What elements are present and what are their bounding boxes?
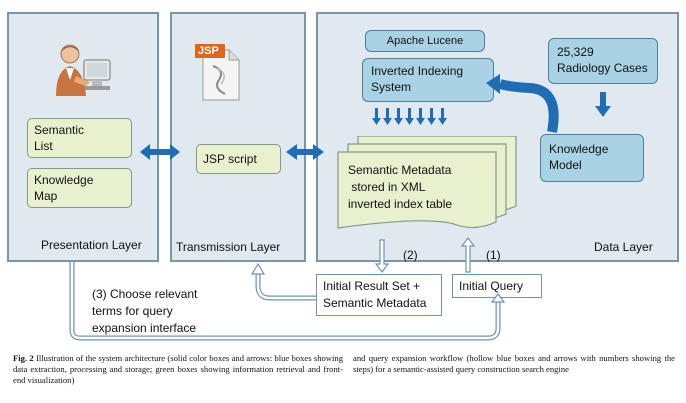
jsp-file-icon: JSP: [195, 44, 243, 102]
step-3-text: (3) Choose relevant terms for query expa…: [92, 287, 198, 335]
metadata-document-stack: [334, 135, 522, 236]
apache-lucene-box: Apache Lucene: [365, 30, 485, 52]
initial-result-set-box: Initial Result Set + Semantic Metadata: [316, 274, 442, 316]
knowledge-map-box: Knowledge Map: [27, 168, 132, 208]
data-layer-label: Data Layer: [594, 240, 653, 254]
transmission-data-arrow: [286, 144, 324, 160]
inverted-indexing-box: Inverted Indexing System: [362, 58, 494, 102]
result-transmission-curve: [255, 272, 316, 301]
user-at-computer-icon: [50, 40, 112, 98]
semantic-list-box: Semantic List: [27, 118, 132, 158]
transmission-layer-label: Transmission Layer: [176, 240, 281, 254]
knowledge-indexing-curve: [498, 79, 559, 133]
step-2-arrow: [374, 239, 390, 273]
knowledge-model-box: Knowledge Model: [540, 134, 644, 182]
transmission-layer-panel: [170, 12, 306, 262]
indexing-down-arrows: [372, 108, 447, 125]
jsp-badge-label: JSP: [198, 45, 219, 57]
step-2-label: (2): [403, 248, 418, 262]
initial-query-box: Initial Query: [452, 274, 542, 298]
radiology-knowledge-arrow: [595, 92, 611, 117]
figure-caption-left: Fig. 2 Illustration of the system archit…: [13, 353, 343, 386]
metadata-document-text: Semantic Metadata stored in XML inverted…: [348, 163, 453, 211]
jsp-script-box: JSP script: [196, 144, 281, 174]
figure-caption-right: and query expansion workflow (hollow blu…: [353, 353, 675, 374]
step-1-label: (1): [486, 248, 501, 262]
step-1-arrow: [460, 237, 476, 273]
radiology-cases-box: 25,329 Radiology Cases: [548, 38, 658, 84]
presentation-layer-label: Presentation Layer: [41, 238, 142, 252]
caption-left-text: Illustration of the system architecture …: [13, 353, 343, 385]
presentation-transmission-arrow: [140, 144, 180, 160]
figure-number: Fig. 2: [13, 353, 34, 363]
